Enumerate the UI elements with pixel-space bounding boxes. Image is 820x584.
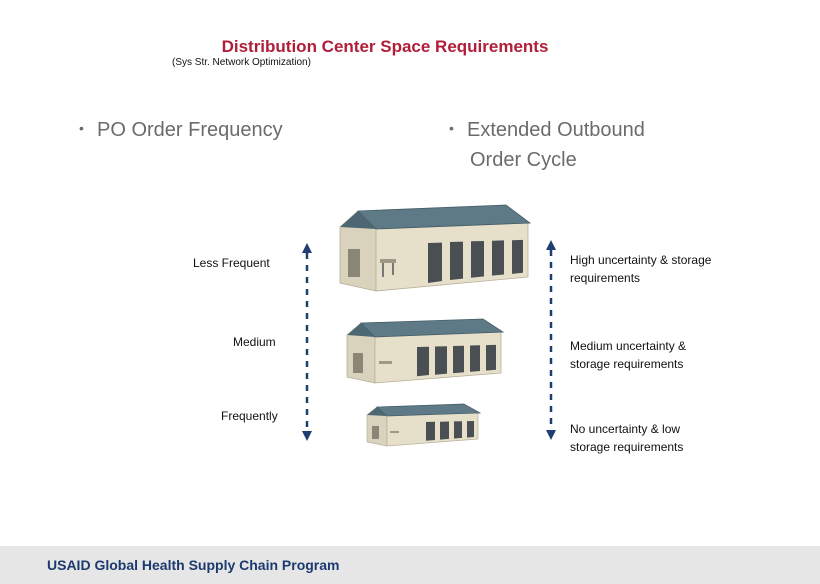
slide-subtitle: (Sys Str. Network Optimization) bbox=[172, 57, 311, 68]
label-frequently: Frequently bbox=[221, 409, 278, 423]
label-medium: Medium bbox=[233, 335, 276, 349]
label-medium-uncertainty: Medium uncertainty & storage requirement… bbox=[570, 339, 687, 371]
dashed-double-arrow-icon bbox=[546, 240, 556, 440]
bullet-marker: • bbox=[79, 120, 84, 136]
footer-bar: USAID Global Health Supply Chain Program bbox=[0, 546, 820, 584]
large-warehouse-icon bbox=[339, 204, 532, 292]
bullet-extended-outbound-order-cycle: • Extended Outbound Order Cycle bbox=[449, 113, 709, 175]
bullet-text: PO Order Frequency bbox=[97, 119, 283, 141]
footer-program-name: USAID Global Health Supply Chain Program bbox=[47, 557, 340, 573]
bullet-marker: • bbox=[449, 120, 454, 136]
label-less-frequent: Less Frequent bbox=[193, 256, 270, 270]
bullet-text-line1: Extended Outbound bbox=[467, 119, 645, 141]
small-warehouse-icon bbox=[366, 403, 482, 447]
dashed-double-arrow-icon bbox=[302, 243, 312, 441]
label-high-uncertainty: High uncertainty & storage requirements bbox=[570, 253, 712, 285]
medium-warehouse-icon bbox=[346, 318, 505, 384]
bullet-text-line2: Order Cycle bbox=[470, 149, 577, 171]
slide-title: Distribution Center Space Requirements bbox=[221, 37, 549, 56]
bullet-po-order-frequency: • PO Order Frequency bbox=[79, 113, 283, 145]
label-no-uncertainty: No uncertainty & low storage requirement… bbox=[570, 422, 684, 454]
